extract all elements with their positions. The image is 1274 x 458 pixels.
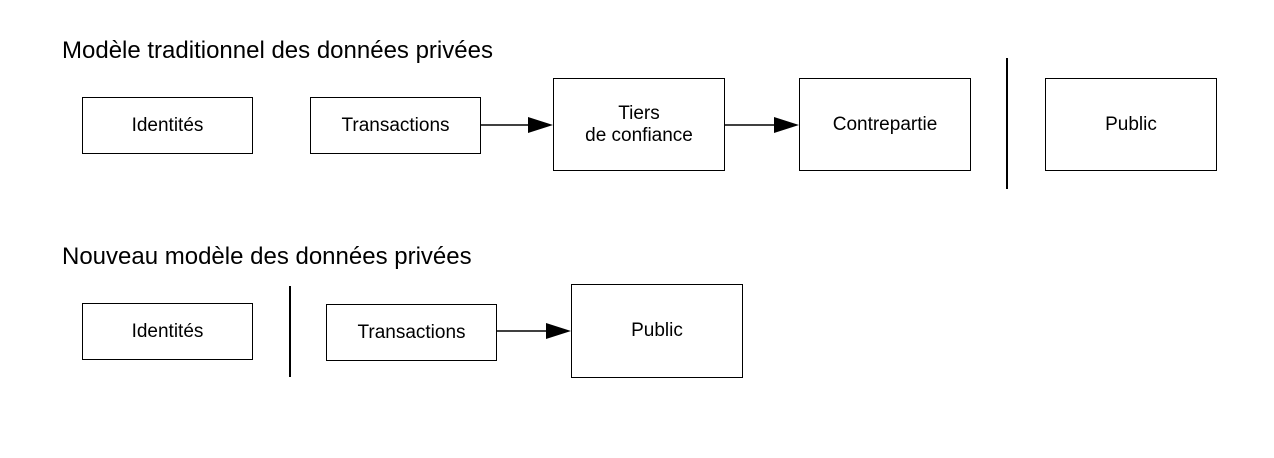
traditional-public-box: Public (1045, 78, 1217, 171)
new-transactions-box: Transactions (326, 304, 497, 361)
counterparty-box: Contrepartie (799, 78, 971, 171)
new-identities-label: Identités (131, 320, 204, 342)
new-model-title: Nouveau modèle des données privées (62, 243, 472, 270)
traditional-transactions-box: Transactions (310, 97, 481, 154)
arrow-trusted-third-party-to-counterparty (725, 117, 799, 133)
new-public-box: Public (571, 284, 743, 378)
traditional-identities-box: Identités (82, 97, 253, 154)
traditional-transactions-label: Transactions (341, 114, 450, 136)
new-transactions-label: Transactions (357, 321, 466, 343)
new-identities-box: Identités (82, 303, 253, 360)
trusted-third-party-label: Tiers de confiance (585, 102, 693, 146)
arrow-transactions-to-trusted-third-party (481, 117, 553, 133)
new-separator-line (289, 286, 291, 377)
trusted-third-party-box: Tiers de confiance (553, 78, 725, 171)
new-public-label: Public (631, 320, 683, 341)
traditional-identities-label: Identités (131, 114, 204, 136)
traditional-model-title: Modèle traditionnel des données privées (62, 37, 493, 64)
traditional-separator-line (1006, 58, 1008, 189)
traditional-public-label: Public (1105, 113, 1157, 135)
arrow-transactions-to-public (497, 323, 571, 339)
counterparty-label: Contrepartie (832, 113, 938, 135)
